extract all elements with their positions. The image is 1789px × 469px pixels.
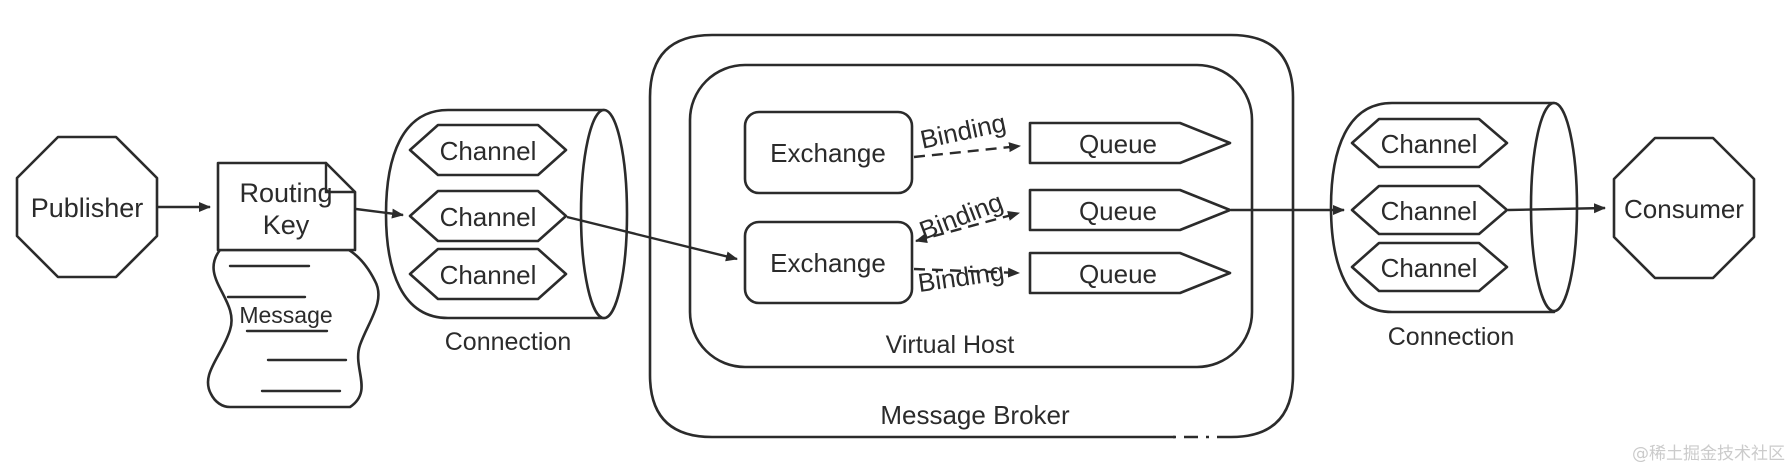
channel-hexagon: [408, 123, 568, 177]
binding-label: Binding: [915, 186, 1007, 245]
message-broker-label: Message Broker: [880, 400, 1070, 430]
routing-key-folded-corner-icon: [324, 161, 357, 194]
channel-to-consumer-arrow: [1507, 203, 1606, 214]
queue-label: Queue: [1079, 196, 1157, 226]
queue-label: Queue: [1079, 259, 1157, 289]
routing-key-label-line1: Routing: [239, 178, 332, 208]
consumer-octagon-shape: [1612, 136, 1756, 280]
virtual-host-border: [688, 63, 1254, 369]
routingkey-to-channel-arrow: [355, 207, 404, 219]
channel-label: Channel: [440, 260, 537, 290]
watermark-label: @稀土掘金技术社区: [1632, 444, 1785, 464]
queue-label: Queue: [1079, 129, 1157, 159]
channel-label: Channel: [440, 202, 537, 232]
message-broker-container: Message Broker Virtual Host Exchange Exc…: [648, 33, 1295, 439]
connection-left-cylinder-cap: [579, 108, 629, 320]
publisher-node: Publisher: [15, 135, 159, 279]
message-scroll: Message: [206, 248, 380, 409]
connection-left-label: Connection: [445, 328, 571, 356]
channel-label: Channel: [1381, 253, 1478, 283]
exchange-box: [743, 220, 914, 305]
connection-right: Channel Channel Channel Connection: [1329, 101, 1579, 351]
exchange-box: [743, 110, 914, 195]
connection-right-cylinder-cap: [1529, 101, 1579, 313]
channel-label: Channel: [1381, 129, 1478, 159]
message-label: Message: [239, 302, 332, 328]
queue-shape: [1028, 188, 1232, 232]
routing-key-node: Routing Key: [216, 161, 357, 252]
virtual-host-label: Virtual Host: [886, 331, 1015, 359]
queue-shape: [1028, 251, 1232, 295]
channel-to-exchange-arrow: [566, 215, 738, 262]
publisher-octagon-shape: [15, 135, 159, 279]
routing-key-document-shape: [216, 161, 357, 252]
binding-label: Binding: [916, 256, 1006, 298]
connection-left: Channel Channel Channel Connection: [384, 108, 629, 356]
channel-hexagon: [408, 189, 568, 243]
consumer-node: Consumer: [1612, 136, 1756, 280]
channel-hexagon: [1350, 184, 1509, 236]
message-broker-border: [648, 33, 1295, 439]
message-scroll-shape: [206, 248, 380, 409]
publisher-label: Publisher: [31, 193, 144, 223]
connection-right-label: Connection: [1388, 323, 1514, 351]
exchange-label: Exchange: [770, 248, 886, 278]
consumer-label: Consumer: [1624, 194, 1744, 224]
exchange-label: Exchange: [770, 138, 886, 168]
channel-label: Channel: [1381, 196, 1478, 226]
channel-hexagon: [1350, 241, 1509, 293]
queue-shape: [1028, 121, 1232, 165]
routing-key-label-line2: Key: [263, 210, 310, 240]
channel-hexagon: [1350, 117, 1509, 169]
channel-label: Channel: [440, 136, 537, 166]
channel-hexagon: [408, 247, 568, 301]
